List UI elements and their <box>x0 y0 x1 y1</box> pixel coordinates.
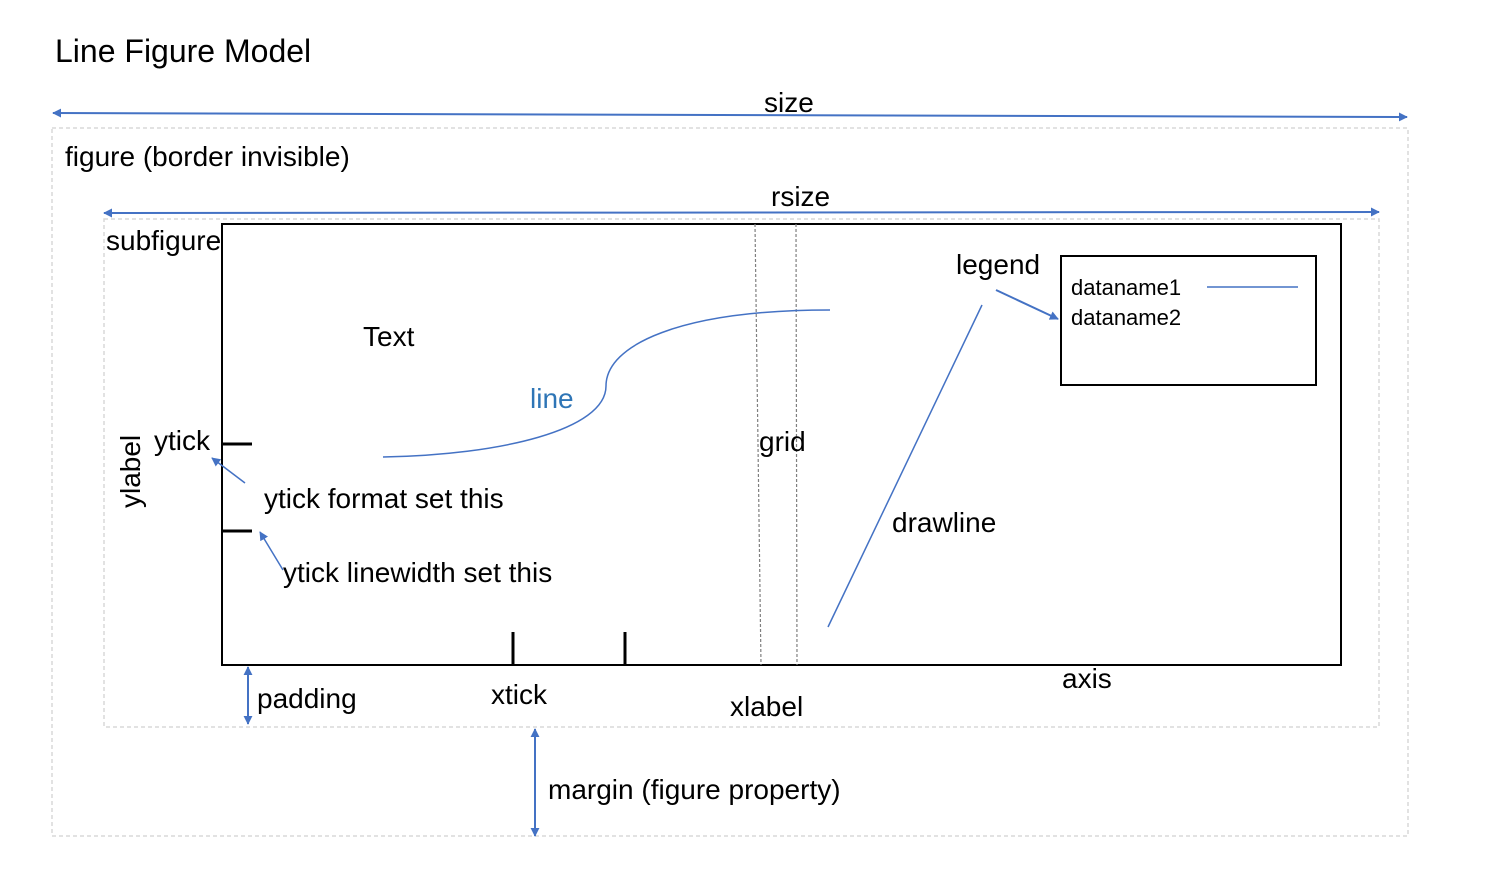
legend-box <box>1060 255 1317 386</box>
grid-line-2 <box>795 223 798 666</box>
data-line <box>382 309 831 458</box>
figure-border <box>51 127 1409 837</box>
figure-label: figure (border invisible) <box>65 141 350 172</box>
ytick-format-label: ytick format set this <box>264 483 504 514</box>
grid-line-1 <box>754 223 762 666</box>
margin-label: margin (figure property) <box>548 774 841 805</box>
ytick-label: ytick <box>154 425 211 456</box>
diagram-title: Line Figure Model <box>55 33 311 69</box>
subfigure-label: subfigure <box>106 225 221 256</box>
ylabel-label: ylabel <box>115 435 146 508</box>
axis-label: axis <box>1062 663 1112 694</box>
line-label: line <box>530 383 574 414</box>
ytick-linewidth-label: ytick linewidth set this <box>283 557 552 588</box>
legend-entry-dataname2: dataname2 <box>1071 305 1181 330</box>
rsize-arrow <box>103 207 1380 218</box>
padding-label: padding <box>257 683 357 714</box>
legend-label: legend <box>956 249 1040 280</box>
size-arrow <box>52 108 1408 122</box>
rsize-label: rsize <box>771 181 830 212</box>
ytick-format-arrow <box>211 457 246 484</box>
subfigure-border <box>103 218 1380 728</box>
text-label: Text <box>363 321 415 352</box>
legend-arrow <box>995 289 1059 320</box>
drawline-line <box>827 304 983 628</box>
ytick-linewidth-arrow <box>259 531 284 571</box>
grid-label: grid <box>759 426 806 457</box>
legend-entry-dataname1: dataname1 <box>1071 275 1181 300</box>
size-label: size <box>764 87 814 118</box>
drawline-label: drawline <box>892 507 996 538</box>
xtick-label: xtick <box>491 679 548 710</box>
xlabel-label: xlabel <box>730 691 803 722</box>
